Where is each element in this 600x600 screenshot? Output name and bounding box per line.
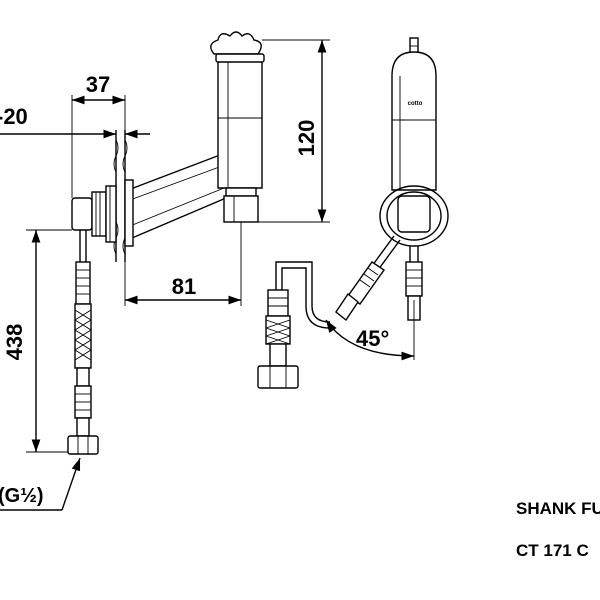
dim-120-label: 120 (294, 120, 319, 157)
supply-hose (67, 230, 99, 455)
dimension-37: 37 (71, 72, 126, 198)
front-flange (379, 185, 449, 247)
thread-prefix: (G (0, 485, 20, 507)
dimension-wall-range: -20 (0, 104, 150, 139)
offset-pipe (275, 261, 331, 329)
caption-line-2: CT 171 C (516, 541, 589, 560)
tap-body (217, 59, 263, 223)
dim-438-label: 438 (2, 324, 27, 361)
dimension-120: 120 (258, 39, 330, 223)
front-view: cotto (257, 37, 449, 389)
front-tap-body: cotto (391, 51, 437, 191)
shank-flange (71, 179, 134, 247)
brand-logo: cotto (408, 101, 423, 107)
star-handle-icon (210, 31, 265, 63)
dim-81-label: 81 (172, 274, 196, 299)
dim-37-label: 37 (86, 72, 110, 97)
dim-wall-label: -20 (0, 104, 28, 129)
title-block: SHANK FU CT 171 C (516, 499, 600, 560)
thread-suffix: ) (37, 485, 44, 507)
thread-callout: (G½) (0, 457, 81, 511)
dim-angle-label: 45° (356, 326, 389, 351)
dimension-438: 438 (2, 229, 72, 453)
dimension-angle: 45° (325, 319, 415, 361)
thread-fraction: ½ (20, 485, 37, 507)
front-hose-right (405, 246, 423, 321)
caption-line-1: SHANK FU (516, 499, 600, 518)
front-hose-left (257, 289, 299, 389)
angled-hose (335, 235, 401, 322)
dimension-81: 81 (124, 222, 242, 306)
svg-text:(G½): (G½) (0, 485, 44, 507)
side-view: 37 -20 120 81 438 (0, 31, 330, 511)
